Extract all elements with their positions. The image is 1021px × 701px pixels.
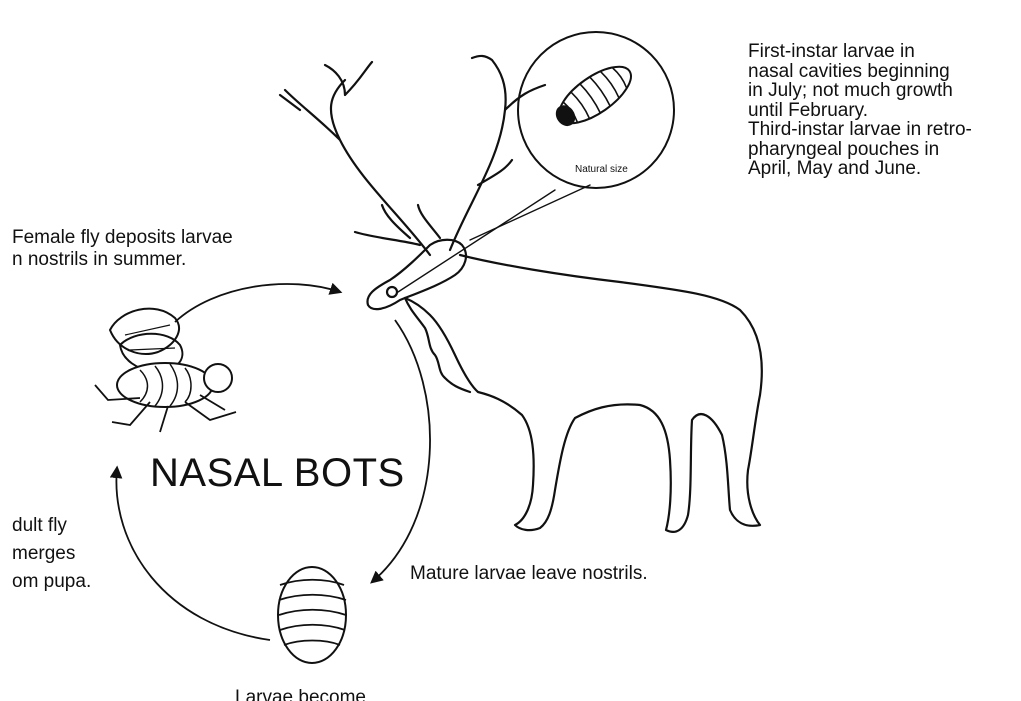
larva-natural-size-illustration [549, 56, 640, 135]
label-natural-size: Natural size [575, 165, 628, 175]
label-female-fly-deposits: Female fly deposits larvae n nostrils in… [12, 227, 233, 271]
caribou-antler-left [280, 62, 430, 255]
label-instar-larvae: First-instar larvae in nasal cavities be… [748, 42, 972, 179]
caribou-nostril [387, 287, 397, 297]
pupa-illustration [278, 567, 346, 663]
label-adult-fly-emerges: dult fly merges om pupa. [12, 512, 91, 596]
fly-head [204, 364, 232, 392]
diagram-title: NASAL BOTS [150, 453, 405, 493]
pupa-body [278, 567, 346, 663]
caribou-throat-ruff [405, 298, 470, 392]
arrow-fly-to-nostril [175, 284, 340, 322]
caribou-head [367, 240, 465, 309]
fly-body [117, 363, 213, 407]
caribou-pointer-line-2 [470, 185, 590, 240]
label-larvae-become: Larvae become [235, 688, 366, 701]
label-mature-larvae: Mature larvae leave nostrils. [410, 564, 648, 583]
caribou-brow-tine [355, 205, 440, 245]
bot-fly-illustration [95, 309, 236, 432]
caribou-body-outline [405, 255, 762, 532]
caribou-pointer-line [398, 190, 555, 292]
